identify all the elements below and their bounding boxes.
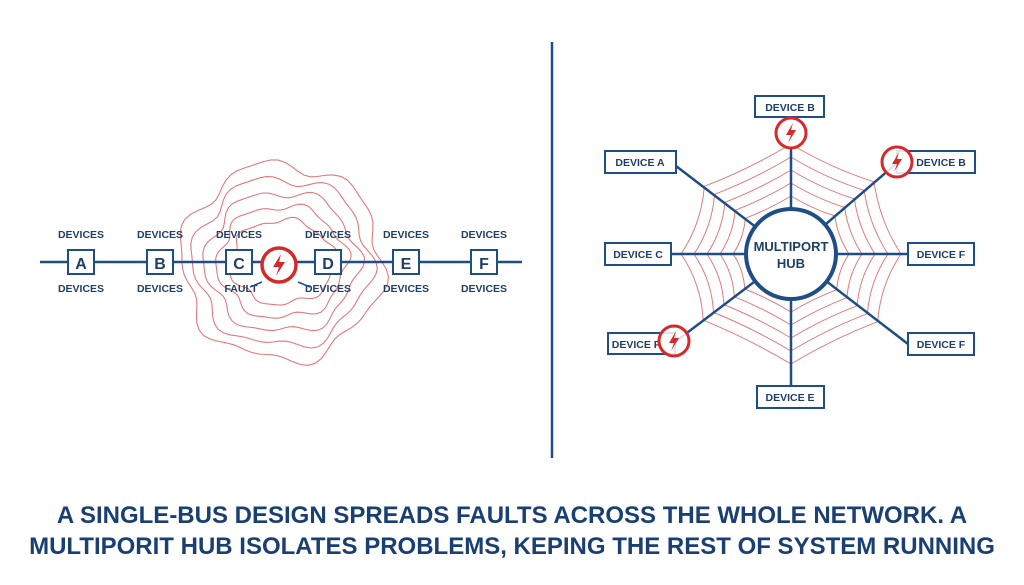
caption-line-1: A SINGLE-BUS DESIGN SPREADS FAULTS ACROS… <box>56 502 968 529</box>
hub-device-bottom: DEVICE E <box>756 385 825 409</box>
caption: A SINGLE-BUS DESIGN SPREADS FAULTS ACROS… <box>0 500 1024 562</box>
hub-label-line1: MULTIPORT <box>754 239 829 254</box>
node-box <box>67 249 95 275</box>
device-label: DEVICE F <box>917 339 966 351</box>
device-box <box>604 242 672 266</box>
lightning-bolt-icon <box>774 116 808 150</box>
hub-device-top-right: DEVICE B <box>896 150 976 174</box>
node-top-label: DEVICES <box>383 229 429 241</box>
node-bottom-label: DEVICES <box>58 283 104 295</box>
node-bottom-label: FAULT <box>224 283 258 295</box>
hub-device-bottom-right: DEVICE F <box>907 332 975 356</box>
node-letter: A <box>75 256 87 273</box>
device-label: DEVICE A <box>615 157 665 169</box>
node-top-label: DEVICES <box>461 229 507 241</box>
node-box <box>225 249 253 275</box>
bus-node-b: DEVICES B DEVICES <box>137 229 183 295</box>
fault-pointer <box>297 281 311 288</box>
node-bottom-label: DEVICES <box>305 283 351 295</box>
node-box <box>392 249 420 275</box>
device-label: DEVICE B <box>765 102 815 114</box>
node-box <box>470 249 498 275</box>
node-top-label: DEVICES <box>305 229 351 241</box>
device-label: DEVICE B <box>916 157 966 169</box>
device-label: DEVICE F <box>612 339 661 351</box>
multiport-hub: MULTIPORT HUB <box>744 207 838 301</box>
device-label: DEVICE C <box>613 249 663 261</box>
node-bottom-label: DEVICES <box>383 283 429 295</box>
node-letter: F <box>479 256 489 273</box>
node-top-label: DEVICES <box>216 229 262 241</box>
node-bottom-label: DEVICES <box>461 283 507 295</box>
node-letter: E <box>401 256 412 273</box>
lightning-bolt-icon <box>880 145 914 179</box>
caption-line-2: MULTIPORIT HUB ISOLATES PROBLEMS, KEPING… <box>29 533 995 560</box>
hub-device-left: DEVICE C <box>604 242 672 266</box>
device-box <box>604 150 677 174</box>
bus-node-f: DEVICES F DEVICES <box>461 229 507 295</box>
bus-node-e: DEVICES E DEVICES <box>383 229 429 295</box>
bus-node-c: DEVICES C FAULT <box>216 229 262 295</box>
node-letter: B <box>154 256 166 273</box>
hub-label-line2: HUB <box>777 256 805 271</box>
bus-node-a: DEVICES A DEVICES <box>58 229 104 295</box>
fault-pointer <box>249 281 263 288</box>
node-letter: D <box>322 256 334 273</box>
hub-device-right: DEVICE F <box>907 242 975 266</box>
device-box <box>907 242 975 266</box>
node-top-label: DEVICES <box>58 229 104 241</box>
device-label: DEVICE E <box>765 392 814 404</box>
node-box <box>314 249 342 275</box>
device-label: DEVICE F <box>917 249 966 261</box>
node-top-label: DEVICES <box>137 229 183 241</box>
node-box <box>146 249 174 275</box>
multiport-hub-diagram: DEVICE B DEVICE B DEVICE F DEVICE F DEVI… <box>604 95 976 409</box>
node-letter: C <box>233 256 245 273</box>
hub-device-top: DEVICE B <box>754 95 825 118</box>
lightning-bolt-icon <box>657 324 691 358</box>
node-bottom-label: DEVICES <box>137 283 183 295</box>
bus-node-d: DEVICES D DEVICES <box>305 229 351 295</box>
lightning-bolt-icon <box>260 246 298 284</box>
single-bus-diagram: DEVICES A DEVICES DEVICES B DEVICES DEVI… <box>40 229 522 295</box>
device-box <box>907 332 975 356</box>
device-box <box>756 385 825 409</box>
hub-circle <box>744 207 838 301</box>
hub-device-top-left: DEVICE A <box>604 150 677 174</box>
